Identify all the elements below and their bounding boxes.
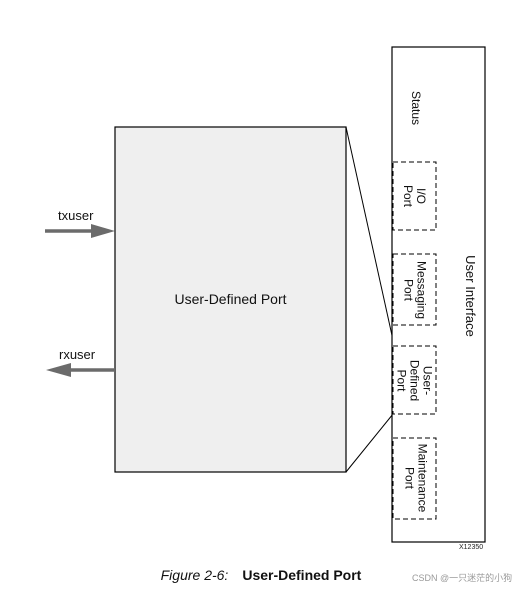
figure-id: X12350	[459, 544, 484, 551]
messaging-port-box	[392, 253, 437, 326]
user-defined-port-box	[114, 126, 347, 473]
rxuser-label: rxuser	[59, 347, 96, 362]
figure-number: Figure 2-6:	[160, 567, 229, 583]
maintenance-port-label: Maintenance Port	[402, 443, 430, 513]
io-port-box	[392, 161, 437, 231]
main-box-title: User-Defined Port	[174, 291, 287, 307]
txuser-arrow	[45, 224, 115, 238]
txuser-label: txuser	[58, 208, 94, 223]
watermark: CSDN @一只迷茫的小狗	[412, 573, 513, 583]
zoom-line-top	[345, 126, 394, 341]
io-port-label: I/O Port	[401, 184, 428, 207]
zoom-line-bottom	[345, 413, 394, 473]
maintenance-port-box	[392, 437, 437, 520]
figure-caption: Figure 2-6: User-Defined Port	[0, 567, 522, 583]
user-defined-port-small-box	[392, 345, 437, 415]
figure-title: User-Defined Port	[242, 567, 362, 583]
status-label: Status	[409, 90, 423, 126]
user-defined-port-small-label: User- Defined Port	[394, 359, 435, 402]
rxuser-arrow	[46, 363, 115, 377]
user-interface-label: User Interface	[463, 255, 478, 337]
messaging-port-label: Messaging Port	[401, 260, 429, 320]
